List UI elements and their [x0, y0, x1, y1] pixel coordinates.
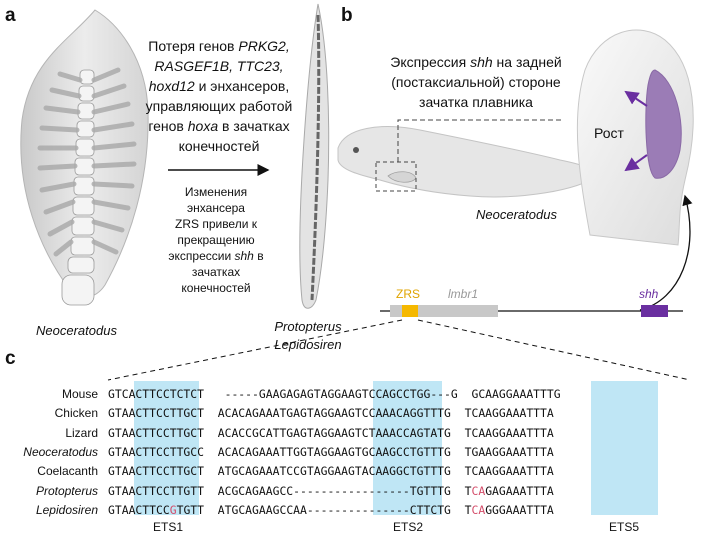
shh-expression-domain [645, 69, 682, 179]
sequence-text: GTAACTTCCTTGCC ACACAGAAATTGGTAGGAAGTGCAA… [108, 444, 554, 459]
sequence-text: GTAACTTCCTTGCT ATGCAGAAATCCGTAGGAAGTACAA… [108, 464, 554, 479]
ets1-label: ETS1 [152, 520, 183, 534]
lmbr1-label: lmbr1 [448, 287, 479, 301]
sequence-text: GTAACTTCCTTGTT ACGCAGAAGCC--------------… [108, 483, 554, 498]
alignment-row: Mouse GTCACTTCCTCTCT -----GAAGAGAGTAGGAAG… [0, 385, 703, 404]
zrs-change-caption: Изменения энхансера ZRS привели к прекра… [168, 185, 264, 295]
left-species-label: Neoceratodus [36, 323, 117, 338]
species-name: Protopterus [35, 483, 98, 498]
growth-label: Рост [594, 125, 624, 141]
fish-species-label: Neoceratodus [476, 207, 557, 222]
gene-loss-caption: Потеря генов PRKG2, RASGEF1B, TTC23, hox… [145, 38, 293, 154]
sequence-text: GTAACTTCCTTGCT ACACAGAAATGAGTAGGAAGTCCAA… [108, 406, 554, 421]
right-species-label: Protopterus Lepidosiren [274, 319, 342, 352]
species-name: Lepidosiren [35, 502, 98, 517]
shh-label: shh [639, 287, 659, 301]
panel-letter-a: a [5, 5, 16, 26]
alignment-row: Coelacanth GTAACTTCCTTGCT ATGCAGAAATCCGTA… [0, 462, 703, 481]
sequence-text: GTCACTTCCTCTCT -----GAAGAGAGTAGGAAGTCCAG… [108, 387, 561, 401]
alignment-row: Protopterus GTAACTTCCTTGTT ACGCAGAAGCC---… [0, 482, 703, 501]
sequence-text: GTAACTTCCGTGTT ATGCAGAAGCCAA------------… [108, 502, 554, 517]
alignment-row: Chicken GTAACTTCCTTGCT ACACAGAAATGAGTAGGA… [0, 404, 703, 423]
ets2-highlight [373, 381, 442, 515]
ets5-label: ETS5 [608, 520, 639, 534]
panel-letter-c: c [5, 348, 16, 369]
protopterus-fin-illustration [299, 3, 330, 309]
ets2-label: ETS2 [392, 520, 423, 534]
species-name: Lizard [65, 425, 98, 440]
alignment-row: Lepidosiren GTAACTTCCGTGTT ATGCAGAAGCCAA-… [0, 501, 703, 520]
fin-bud-illustration [576, 29, 694, 246]
shh-box [641, 305, 668, 317]
species-name: Chicken [54, 406, 98, 421]
expression-caption: Экспрессия shh на задней (постаксиальной… [390, 54, 562, 110]
zrs-box [402, 305, 418, 317]
gene-locus [380, 305, 683, 317]
regulation-arrow [639, 194, 693, 311]
ets5-highlight [591, 381, 658, 515]
ets1-highlight [134, 381, 199, 515]
panel-letter-b: b [341, 5, 353, 26]
sequence-text: GTAACTTCCTTGCT ACACCGCATTGAGTAGGAAGTCTAA… [108, 425, 554, 440]
species-name: Mouse [61, 387, 98, 401]
zrs-label: ZRS [396, 287, 420, 301]
neoceratodus-fin-illustration [20, 9, 149, 306]
species-name: Neoceratodus [23, 444, 98, 459]
alignment-row: Neoceratodus GTAACTTCCTTGCC ACACAGAAATTGG… [0, 443, 703, 462]
alignment-row: Lizard GTAACTTCCTTGCT ACACCGCATTGAGTAGGAA… [0, 424, 703, 443]
species-name: Coelacanth [37, 464, 98, 479]
neoceratodus-fish-illustration [337, 119, 598, 198]
